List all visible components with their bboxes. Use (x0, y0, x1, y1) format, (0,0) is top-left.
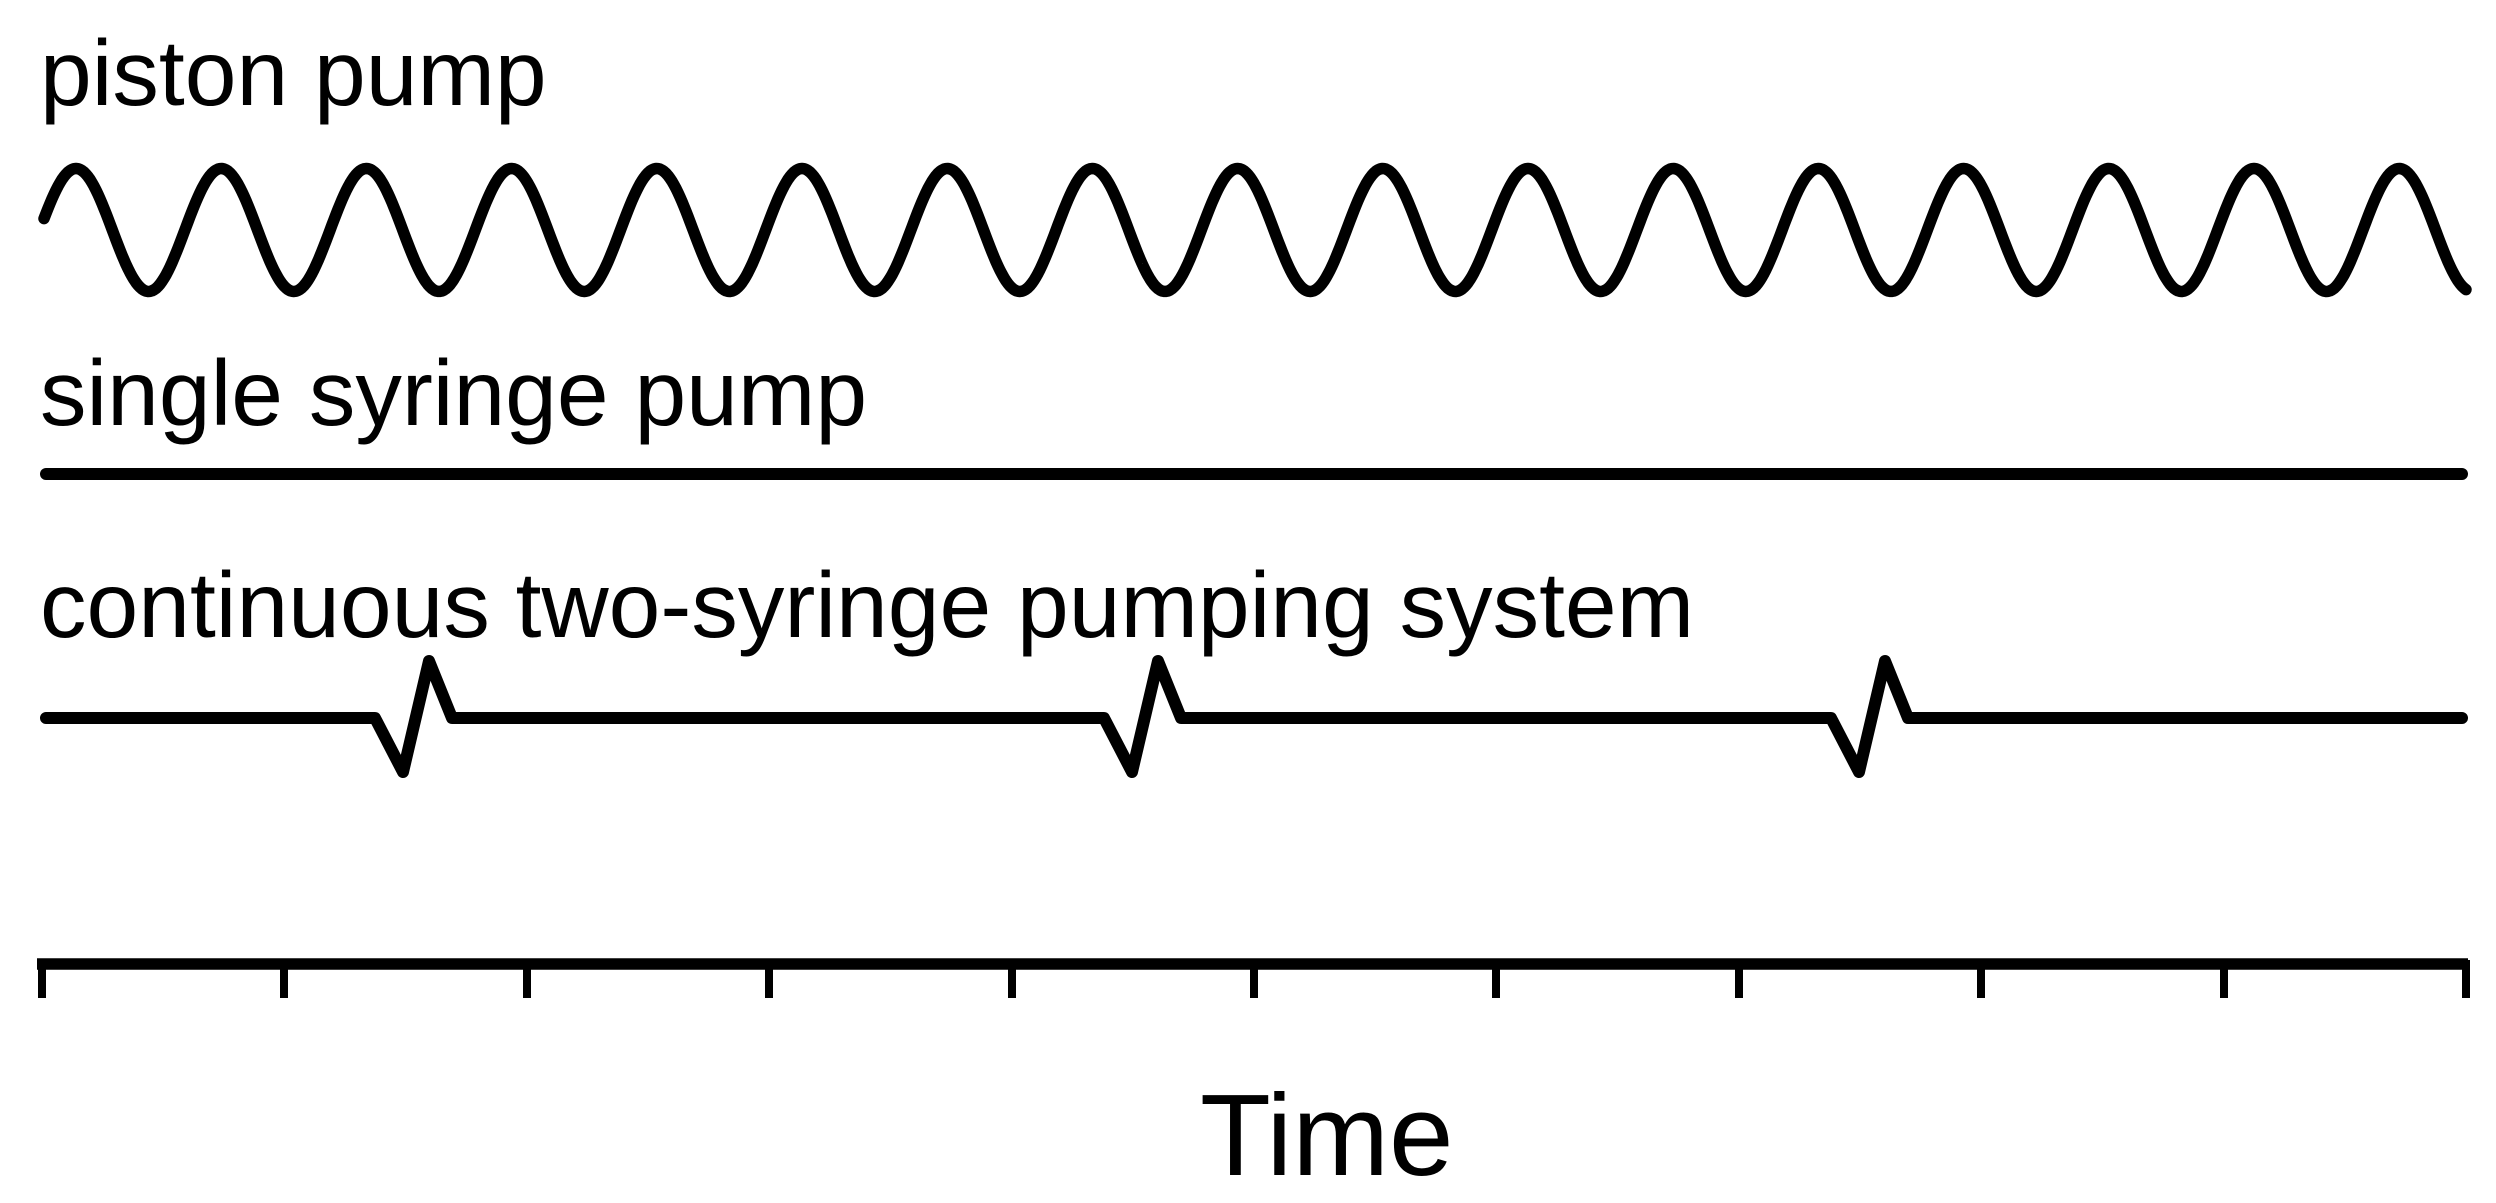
piston-pump-waveform (38, 162, 2472, 298)
time-axis-ticks (38, 960, 2470, 998)
time-axis-label: Time (1200, 1070, 1453, 1200)
trace-label-single-syringe-pump: single syringe pump (40, 341, 867, 445)
trace-label-two-syringe-system: continuous two-syringe pumping system (40, 553, 1694, 657)
two-syringe-system-line (40, 655, 2468, 778)
trace-label-piston-pump: piston pump (40, 21, 547, 125)
